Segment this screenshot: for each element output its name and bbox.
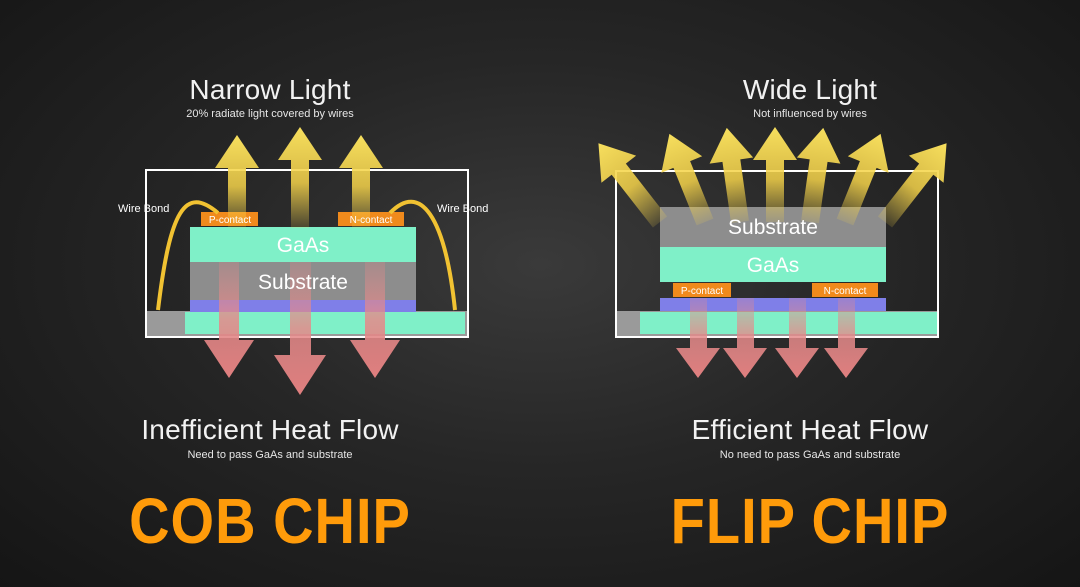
wire-bond-left	[156, 200, 220, 311]
heat-arrow	[350, 262, 400, 378]
efficient-heat-subtext: No need to pass GaAs and substrate	[719, 449, 901, 461]
gaas-label: GaAs	[277, 234, 330, 257]
light-arrow	[796, 127, 841, 224]
substrate-label: Substrate	[258, 271, 348, 294]
cob-chip-title: COB CHIP	[129, 484, 411, 557]
cob-chip-diagram: GaAs Substrate P-contact N-contact Wire …	[118, 127, 488, 395]
heat-arrow	[723, 298, 767, 378]
inefficient-heat-subtext: Need to pass GaAs and substrate	[187, 449, 353, 461]
flip-chip-title: FLIP CHIP	[670, 484, 950, 557]
light-arrows	[215, 127, 383, 228]
n-contact-pad	[812, 283, 878, 297]
p-contact-label: P-contact	[681, 286, 723, 297]
gaas-layer	[660, 246, 886, 282]
light-arrow	[215, 135, 259, 228]
light-arrow	[598, 143, 668, 228]
light-arrow	[709, 127, 754, 224]
heat-arrows	[204, 262, 400, 395]
wide-light-heading: Wide Light	[742, 74, 878, 105]
board-trace	[640, 312, 937, 334]
flip-chip-panel: Substrate GaAs P-contact N-contact Wide …	[540, 0, 1080, 587]
cob-chip-panel: GaAs Substrate P-contact N-contact Wire …	[118, 74, 488, 557]
heat-arrow	[274, 262, 326, 395]
gaas-label: GaAs	[747, 254, 800, 277]
wire-bond-right-label: Wire Bond	[437, 203, 488, 215]
n-contact-label: N-contact	[350, 215, 393, 226]
efficient-heat-heading: Efficient Heat Flow	[691, 414, 929, 445]
heat-arrow	[775, 298, 819, 378]
light-arrow	[339, 135, 383, 228]
wire-bond-right	[388, 199, 457, 311]
flip-chip-diagram: Substrate GaAs P-contact N-contact	[598, 127, 947, 378]
heat-arrow	[824, 298, 868, 378]
heat-arrow	[204, 262, 254, 378]
gaas-layer	[190, 227, 416, 262]
substrate-label: Substrate	[728, 216, 818, 239]
p-contact-label: P-contact	[209, 215, 251, 226]
p-contact-pad	[673, 283, 731, 297]
wide-light-subtext: Not influenced by wires	[753, 108, 867, 120]
narrow-light-subtext: 20% radiate light covered by wires	[186, 108, 354, 120]
n-contact-label: N-contact	[824, 286, 867, 297]
blue-layer	[660, 298, 886, 311]
heat-arrow	[676, 298, 720, 378]
inefficient-heat-heading: Inefficient Heat Flow	[141, 414, 399, 445]
light-arrow	[753, 127, 797, 222]
light-arrow	[661, 133, 714, 226]
heat-arrows	[676, 298, 868, 378]
board-trace	[185, 312, 465, 334]
light-arrow	[836, 133, 889, 226]
light-arrow	[278, 127, 322, 228]
light-arrows	[598, 127, 947, 228]
light-arrow	[877, 143, 947, 228]
wire-bond-left-label: Wire Bond	[118, 203, 169, 215]
narrow-light-heading: Narrow Light	[189, 74, 351, 105]
